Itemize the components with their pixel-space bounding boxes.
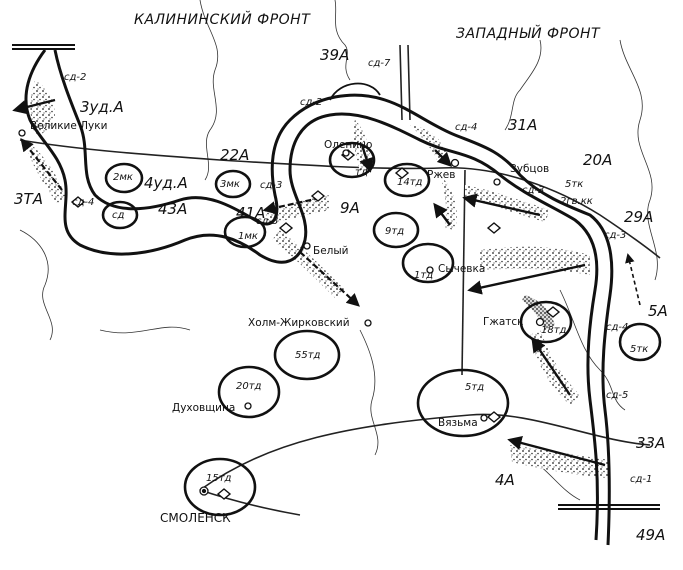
unit-1td: 1тд bbox=[414, 270, 433, 281]
boundary-marks bbox=[12, 44, 660, 510]
unit-14td: 14тд bbox=[397, 177, 423, 188]
unit-15td: 15тд bbox=[206, 473, 232, 484]
unit-sd4-e: сд-4 bbox=[606, 322, 628, 333]
unit-3mk: 3мк bbox=[220, 179, 240, 190]
kalinin-front-label: КАЛИНИНСКИЙ ФРОНТ bbox=[134, 10, 311, 28]
city-velikie-luki: Великие Луки bbox=[30, 120, 107, 132]
unit-2gv-kk: 2гв.кк bbox=[560, 196, 593, 207]
unit-ovals bbox=[101, 82, 662, 517]
unit-sd2-nw: сд-2 bbox=[64, 72, 86, 83]
city-dukhovshchina: Духовщина bbox=[172, 402, 235, 414]
city-zubtsov: Зубцов bbox=[510, 163, 549, 175]
army-3ta: 3ТА bbox=[14, 190, 43, 208]
city-olenino: Оленино bbox=[324, 139, 372, 151]
unit-sd3-b: сд-3 bbox=[256, 216, 278, 227]
city-smolensk: СМОЛЕНСК bbox=[160, 511, 231, 525]
army-22a: 22А bbox=[220, 146, 249, 164]
army-33a: 33А bbox=[636, 434, 665, 452]
unit-sd-w: сд bbox=[112, 210, 124, 221]
army-5a: 5А bbox=[648, 302, 668, 320]
army-29a: 29А bbox=[624, 208, 653, 226]
army-39a: 39А bbox=[320, 46, 349, 64]
city-kholm: Холм-Жирковский bbox=[248, 317, 350, 329]
unit-55td: 55тд bbox=[295, 350, 321, 361]
unit-sd3-a: сд-3 bbox=[260, 180, 282, 191]
army-9a: 9А bbox=[340, 199, 360, 217]
unit-20td: 20тд bbox=[236, 381, 262, 392]
unit-td-olenino: тд bbox=[355, 167, 368, 178]
city-belyi: Белый bbox=[313, 245, 349, 257]
army-20a: 20А bbox=[583, 151, 612, 169]
army-41a: 41А bbox=[236, 204, 265, 222]
army-49a: 49А bbox=[636, 526, 665, 544]
city-dots bbox=[18, 129, 545, 496]
western-front-label: ЗАПАДНЫЙ ФРОНТ bbox=[456, 24, 601, 42]
rivers bbox=[19, 0, 658, 501]
unit-18td: 18тд bbox=[541, 325, 567, 336]
army-31a: 31А bbox=[508, 116, 537, 134]
unit-sd3-c: сд-3 bbox=[522, 185, 544, 196]
city-rzhev: Ржев bbox=[427, 169, 455, 181]
unit-5td: 5тд bbox=[465, 382, 484, 393]
attack-arrows bbox=[12, 98, 641, 467]
unit-2mk: 2мк bbox=[113, 172, 133, 183]
unit-1mk: 1мк bbox=[238, 231, 258, 242]
army-4a: 4А bbox=[495, 471, 515, 489]
city-gzhatsk: Гжатск bbox=[483, 316, 524, 328]
unit-sd4-rzhev: сд-4 bbox=[455, 122, 477, 133]
unit-5tk-top: 5тк bbox=[565, 179, 583, 190]
unit-sd1: сд-1 bbox=[630, 474, 652, 485]
unit-sd3-d: сд-3 bbox=[604, 230, 626, 241]
army-43a: 43А bbox=[158, 200, 187, 218]
army-4ud: 4уд.А bbox=[144, 174, 188, 192]
hq-markers bbox=[70, 149, 561, 500]
unit-9td: 9тд bbox=[385, 226, 404, 237]
unit-5tk: 5тк bbox=[630, 344, 648, 355]
city-sychevka: Сычевка bbox=[438, 263, 485, 275]
unit-sd5: сд-5 bbox=[606, 390, 628, 401]
unit-sd2-rzhev: сд-2 bbox=[300, 97, 322, 108]
front-lines bbox=[24, 49, 614, 546]
unit-sd7: сд-7 bbox=[368, 58, 391, 69]
city-vyazma: Вязьма bbox=[438, 417, 478, 429]
army-3ud: 3уд.А bbox=[80, 98, 124, 116]
unit-sd4-w: сд-4 bbox=[72, 197, 94, 208]
